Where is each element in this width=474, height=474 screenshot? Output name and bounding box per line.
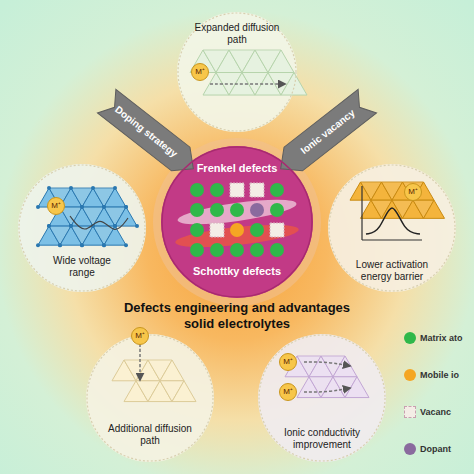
lattice bbox=[190, 50, 307, 95]
ion-path bbox=[304, 388, 350, 392]
ion-label: M⁺ bbox=[404, 183, 422, 201]
ion-path bbox=[210, 83, 285, 85]
lattice bbox=[112, 360, 196, 402]
legend-swatch bbox=[404, 406, 416, 418]
ion-label: M⁺ bbox=[131, 327, 149, 345]
panel-circle bbox=[18, 164, 146, 292]
ion-path bbox=[366, 208, 420, 234]
concept-label: Additional diffusion path bbox=[105, 423, 195, 446]
ion-label: M⁺ bbox=[47, 197, 65, 215]
panel-circle bbox=[258, 334, 386, 462]
diagram-title: Defects engineering and advantages solid… bbox=[112, 300, 362, 331]
ion-label: M⁺ bbox=[279, 383, 297, 401]
legend-entry: Dopant bbox=[404, 443, 451, 455]
legend-text: Vacanc bbox=[420, 407, 451, 417]
legend-text: Dopant bbox=[420, 444, 451, 454]
legend-text: Mobile io bbox=[420, 370, 459, 380]
defect-circle bbox=[161, 146, 313, 298]
concept-circle: Wide voltage range bbox=[18, 164, 146, 292]
ion-label: M⁺ bbox=[191, 63, 209, 81]
ion-path bbox=[139, 344, 141, 380]
concept-label: Ionic conductivity improvement bbox=[276, 427, 368, 450]
panel-circle bbox=[328, 164, 456, 292]
legend-swatch bbox=[404, 369, 416, 381]
concept-label: Wide voltage range bbox=[42, 255, 122, 278]
concept-circle: Frenkel defectsSchottky defects bbox=[161, 146, 313, 298]
concept-circle: Ionic conductivity improvement bbox=[258, 334, 386, 462]
legend-text: Matrix ato bbox=[420, 333, 463, 343]
atom-grid bbox=[190, 183, 284, 257]
lattice bbox=[36, 186, 139, 247]
concept-label: Lower activation energy barrier bbox=[347, 259, 437, 282]
concept-label: Frenkel defects bbox=[197, 162, 278, 175]
ion-path bbox=[304, 362, 350, 366]
concept-circle: Lower activation energy barrier bbox=[328, 164, 456, 292]
legend-entry: Matrix ato bbox=[404, 332, 463, 344]
legend-swatch bbox=[404, 332, 416, 344]
panel-circle bbox=[177, 12, 297, 132]
legend-entry: Mobile io bbox=[404, 369, 459, 381]
concept-label: Expanded diffusion path bbox=[191, 22, 283, 45]
legend-swatch bbox=[404, 443, 416, 455]
panel-circle bbox=[86, 334, 214, 462]
lattice bbox=[285, 356, 369, 398]
ion-path bbox=[70, 216, 128, 229]
legend-entry: Vacanc bbox=[404, 406, 451, 418]
ion-label: M⁺ bbox=[279, 353, 297, 371]
concept-label: Schottky defects bbox=[193, 265, 281, 278]
concept-circle: Additional diffusion path bbox=[86, 334, 214, 462]
